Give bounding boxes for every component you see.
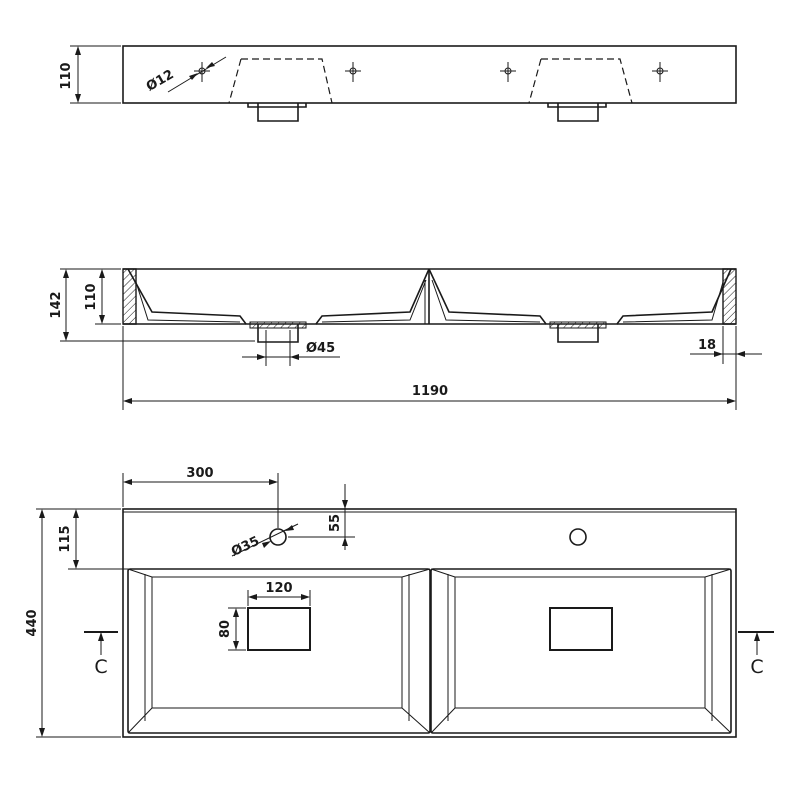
tap-hole-dim-label: Ø12	[144, 67, 177, 95]
tap-hole-left	[269, 528, 287, 546]
total-height-dim-label: 142	[49, 291, 64, 318]
basin-outline-elevation	[122, 45, 737, 104]
dimension-110-section: 110	[84, 269, 121, 325]
dimension-440: 440	[25, 508, 121, 738]
drain-width-dim-label: 120	[265, 581, 292, 596]
section-mark-left-label: C	[94, 656, 107, 678]
section-marker-left: C	[84, 631, 118, 678]
dimension-18: 18	[690, 326, 762, 364]
section-mark-right-label: C	[750, 656, 763, 678]
dimension-tap-hole-35: Ø35	[229, 523, 299, 560]
bowl-left-plan	[127, 568, 431, 734]
top-elevation-view: 110 Ø12	[59, 45, 737, 122]
section-drain-right	[557, 324, 599, 343]
drain-outlet-right	[547, 103, 607, 122]
dimension-drain-45: Ø45	[242, 330, 340, 366]
basin-depth-dim-label: 110	[84, 283, 99, 310]
dimension-1190: 1190	[122, 326, 737, 410]
tap-from-back-dim-label: 55	[328, 514, 343, 532]
drain-outlet-left	[247, 103, 307, 122]
dimension-115: 115	[58, 509, 150, 570]
drain-plan-right	[549, 607, 613, 651]
plan-tap-hole-dim-label: Ø35	[229, 534, 262, 560]
bowl-right-plan	[430, 568, 732, 734]
drain-height-dim-label: 80	[218, 620, 233, 638]
plan-view: 440 115 300 55	[25, 466, 774, 738]
deck-dim-label: 115	[58, 525, 73, 552]
section-wall-left	[122, 268, 137, 325]
tap-hole-marker	[194, 62, 668, 82]
section-wall-right	[722, 268, 737, 325]
drain-dim-label: Ø45	[306, 341, 335, 356]
tap-offset-dim-label: 300	[186, 466, 213, 481]
dimension-300: 300	[122, 466, 279, 528]
dimension-55: 55	[288, 484, 355, 550]
height-dim-label: 110	[59, 62, 74, 89]
drain-plan-left	[247, 607, 311, 651]
width-dim-label: 1190	[412, 384, 448, 399]
section-view: 142 110 Ø45 18	[49, 268, 762, 410]
basin-outline-plan	[122, 508, 737, 738]
dimension-110-elevation: 110	[59, 45, 121, 104]
dimension-tap-hole-12: Ø12	[144, 56, 227, 95]
tap-hole-right	[569, 528, 587, 546]
dimension-142: 142	[49, 268, 255, 342]
section-marker-right: C	[738, 631, 774, 678]
section-drain-left	[257, 324, 299, 343]
bowl-profile-right	[428, 268, 732, 325]
hidden-bowl-left	[228, 58, 333, 104]
bowl-profile-left	[127, 268, 430, 325]
hidden-bowl-right	[528, 58, 633, 104]
dimension-80: 80	[218, 607, 246, 651]
dimension-120: 120	[247, 581, 311, 606]
depth-dim-label: 440	[25, 609, 40, 636]
wall-dim-label: 18	[698, 338, 716, 353]
